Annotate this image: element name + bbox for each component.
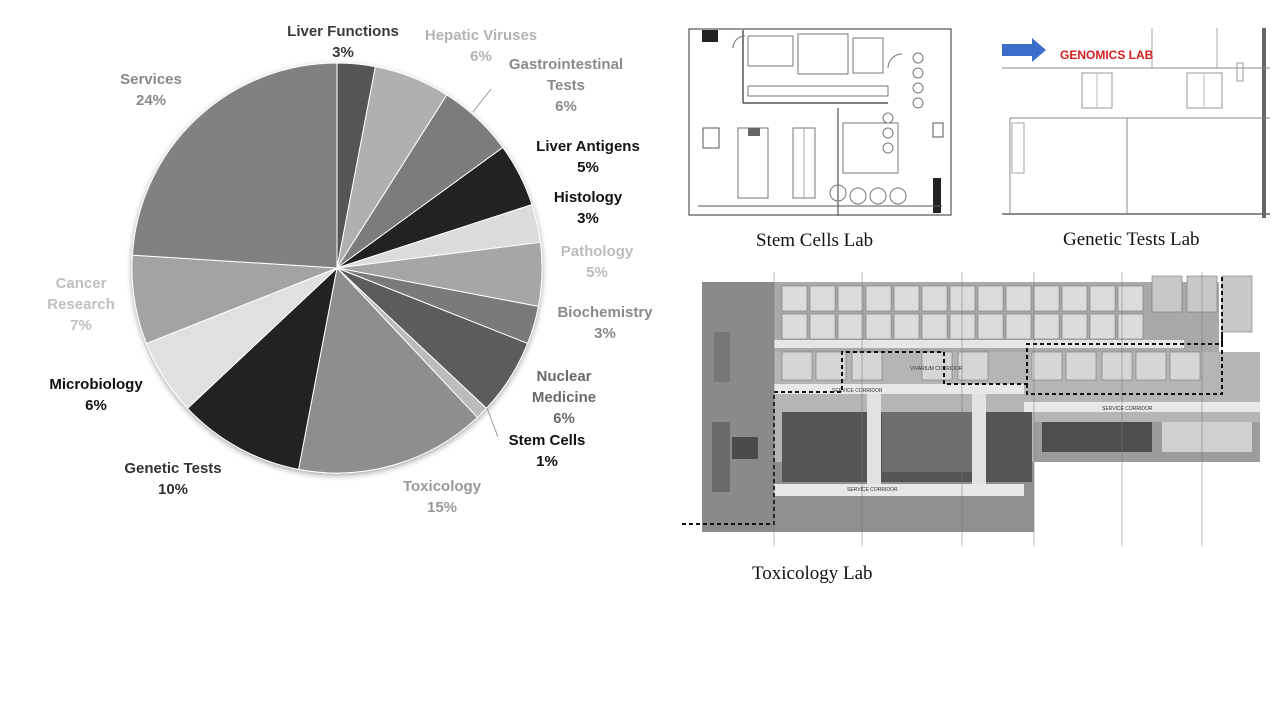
genomics-sign: GENOMICS LAB [1060, 48, 1154, 62]
pie-value-nuclear-medicine: 6% [553, 410, 575, 427]
pie-value-cancer-research: 7% [70, 317, 92, 334]
stem-cells-lab-caption: Stem Cells Lab [756, 230, 874, 251]
pie-slice-toxicology [298, 266, 479, 474]
pie-value-liver-antigens: 5% [577, 159, 599, 176]
pie-value-genetic-tests: 10% [158, 481, 188, 498]
stem-cells-lab-plan [688, 28, 952, 216]
pie-value-liver-functions: 3% [332, 44, 354, 61]
pie-value-biochemistry: 3% [594, 325, 616, 342]
service-corridor-label-right: SERVICE CORRIDOR [1102, 406, 1153, 412]
pie-value-gastrointestinal-tests: 6% [555, 98, 577, 115]
service-corridor-label-upper: SERVICE CORRIDOR [832, 388, 883, 394]
genetic-tests-lab-caption: Genetic Tests Lab [1063, 229, 1200, 250]
pie-value-microbiology: 6% [85, 397, 107, 414]
genetic-tests-lab-plan: GENOMICS LAB [1002, 28, 1270, 218]
pie-value-pathology: 5% [586, 264, 608, 281]
pie-leader-stem-cells [486, 407, 499, 438]
toxicology-lab-caption: Toxicology Lab [752, 563, 873, 584]
pie-value-hepatic-viruses: 6% [470, 48, 492, 65]
toxicology-lab-plan: VIVARIUM CORRIDOR SERVICE CORRIDOR SERVI… [682, 272, 1260, 546]
pie-slice-genetic-tests [186, 266, 338, 470]
vivarium-corridor-label: VIVARIUM CORRIDOR [910, 366, 963, 372]
pie-value-services: 24% [136, 92, 166, 109]
pie-value-toxicology: 15% [427, 499, 457, 516]
pie-slice-services [131, 62, 338, 269]
service-corridor-label-lower: SERVICE CORRIDOR [847, 487, 898, 493]
pie-leader-gastrointestinal-tests [472, 88, 492, 113]
pie-value-stem-cells: 1% [536, 453, 558, 470]
pie-value-histology: 3% [577, 210, 599, 227]
